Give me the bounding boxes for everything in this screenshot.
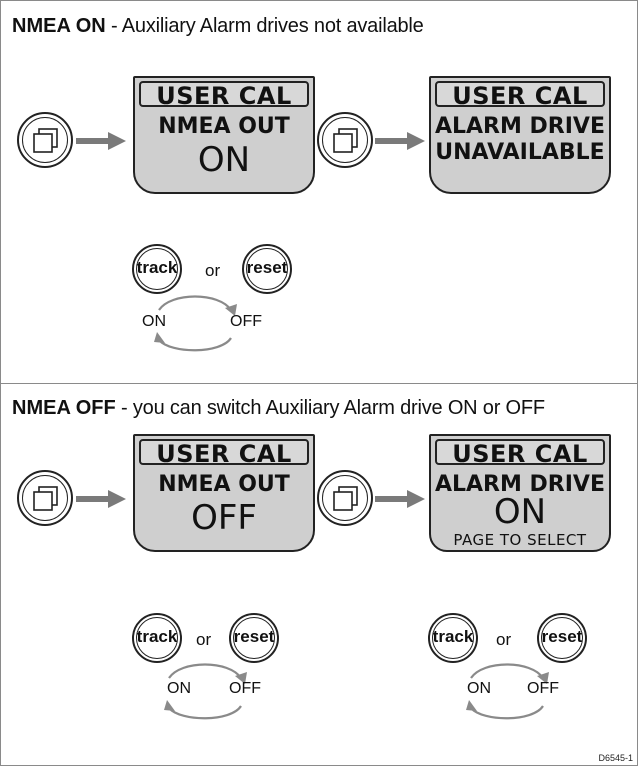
cycle-arrows-icon bbox=[164, 663, 247, 720]
reset-button[interactable]: reset bbox=[229, 613, 279, 663]
lcd-line1: NMEA OUT bbox=[158, 472, 290, 497]
page-button[interactable] bbox=[317, 470, 373, 526]
arrow-right-icon bbox=[76, 132, 126, 150]
option-off: OFF bbox=[230, 313, 262, 330]
reset-button[interactable]: reset bbox=[242, 244, 292, 294]
panel-nmea-on: NMEA ON - Auxiliary Alarm drives not ava… bbox=[0, 0, 638, 384]
or-label: or bbox=[496, 630, 512, 649]
page-icon bbox=[33, 128, 58, 153]
heading-text: - you can switch Auxiliary Alarm drive O… bbox=[115, 397, 545, 419]
page-icon bbox=[333, 486, 358, 511]
page-icon bbox=[333, 128, 358, 153]
arrow-right-icon bbox=[76, 490, 126, 508]
lcd-line2: UNAVAILABLE bbox=[435, 140, 605, 165]
lcd-screen-nmea-out: USER CAL NMEA OUT OFF bbox=[133, 434, 315, 552]
option-on: ON bbox=[167, 680, 191, 697]
page-button[interactable] bbox=[17, 470, 73, 526]
lcd-line1: NMEA OUT bbox=[158, 114, 290, 139]
heading-bold: NMEA OFF bbox=[12, 397, 116, 419]
or-label: or bbox=[205, 261, 221, 280]
page-icon bbox=[33, 486, 58, 511]
lcd-line1: ALARM DRIVE bbox=[434, 472, 605, 497]
lcd-hint: PAGE TO SELECT bbox=[453, 531, 587, 549]
arrow-right-icon bbox=[375, 490, 425, 508]
lcd-header: USER CAL bbox=[139, 439, 309, 467]
heading-nmea-off: NMEA OFF - you can switch Auxiliary Alar… bbox=[12, 396, 545, 420]
page-button[interactable] bbox=[317, 112, 373, 168]
option-on: ON bbox=[467, 680, 491, 697]
or-label: or bbox=[196, 630, 212, 649]
lcd-header: USER CAL bbox=[435, 439, 605, 467]
lcd-line1: ALARM DRIVE bbox=[434, 114, 605, 139]
lcd-value: ON bbox=[493, 492, 547, 532]
track-button[interactable]: track bbox=[132, 244, 182, 294]
option-on: ON bbox=[142, 313, 166, 330]
arrow-right-icon bbox=[375, 132, 425, 150]
page-button[interactable] bbox=[17, 112, 73, 168]
option-off: OFF bbox=[229, 680, 261, 697]
figure-code: D6545-1 bbox=[598, 753, 633, 763]
option-off: OFF bbox=[527, 680, 559, 697]
lcd-header: USER CAL bbox=[435, 81, 605, 109]
cycle-arrows-icon bbox=[154, 295, 237, 352]
lcd-value: OFF bbox=[191, 498, 257, 538]
heading-nmea-on: NMEA ON - Auxiliary Alarm drives not ava… bbox=[12, 14, 424, 38]
heading-text: - Auxiliary Alarm drives not available bbox=[105, 15, 424, 37]
track-button[interactable]: track bbox=[428, 613, 478, 663]
reset-button[interactable]: reset bbox=[537, 613, 587, 663]
lcd-value: ON bbox=[197, 140, 251, 180]
lcd-screen-alarm-drive: USER CAL ALARM DRIVE UNAVAILABLE bbox=[429, 76, 611, 194]
lcd-header: USER CAL bbox=[139, 81, 309, 109]
cycle-arrows-icon bbox=[466, 663, 549, 720]
lcd-screen-alarm-drive: USER CAL ALARM DRIVE ON PAGE TO SELECT bbox=[429, 434, 611, 552]
heading-bold: NMEA ON bbox=[12, 15, 106, 37]
lcd-screen-nmea-out: USER CAL NMEA OUT ON bbox=[133, 76, 315, 194]
track-button[interactable]: track bbox=[132, 613, 182, 663]
panel-nmea-off: NMEA OFF - you can switch Auxiliary Alar… bbox=[0, 383, 638, 766]
